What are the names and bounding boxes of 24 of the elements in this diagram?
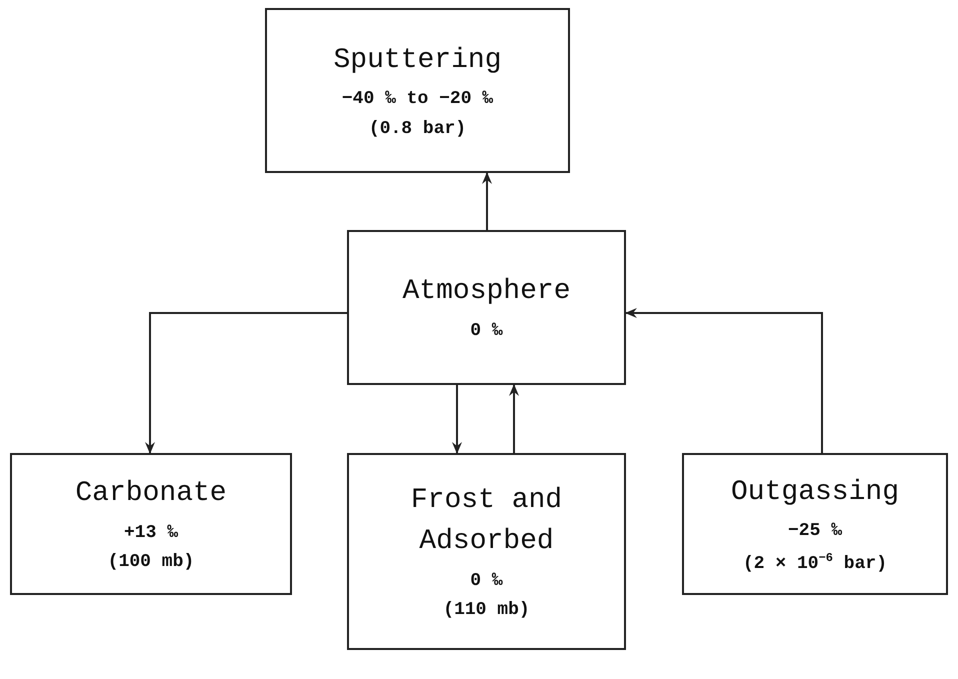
process-box [347,230,626,385]
box-title: Atmosphere [401,275,572,310]
box-value: (2 × 10$^{−6}$ bar) [742,550,888,576]
box-title: Outgassing [730,476,900,510]
arrow [482,172,492,230]
box-title: Sputtering [332,44,503,78]
box-value: (110 mb) [443,600,530,622]
box-value: +13 ‰ [124,522,178,544]
box-title: Frost and Adsorbed [410,484,564,559]
arrow [145,312,347,454]
box-value: −25 ‰ [788,521,842,543]
box-title: Carbonate [74,477,228,512]
arrow [625,308,823,453]
box-value: 0 ‰ [470,321,503,343]
box-value: (100 mb) [108,552,194,574]
process-box [265,8,570,173]
arrow [452,385,462,454]
process-box [10,453,292,595]
box-value: −40 ‰ to −20 ‰ [342,89,494,111]
process-box [347,453,626,650]
box-value: (0.8 bar) [368,118,466,140]
arrow [509,384,519,453]
process-box [682,453,948,595]
box-value: 0 ‰ [470,570,503,592]
